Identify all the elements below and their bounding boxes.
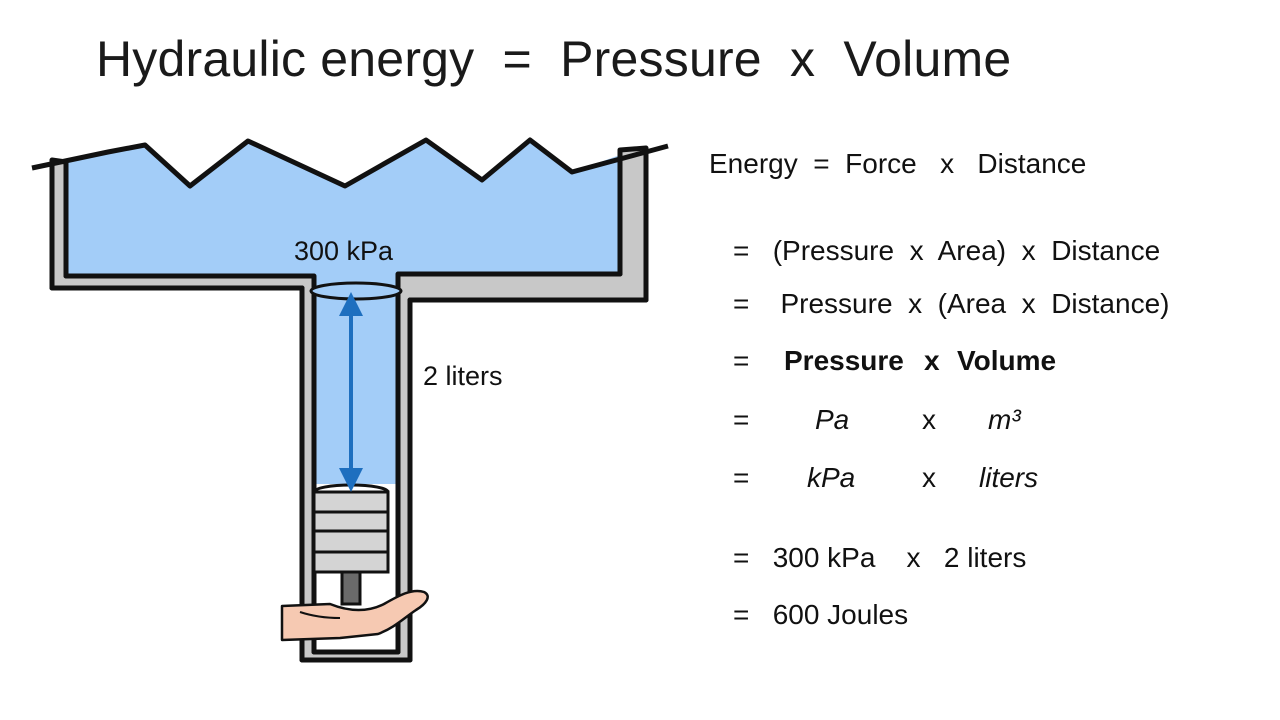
equation-line-8: = 600 Joules (733, 599, 909, 630)
equation-line-7: = 300 kPa x 2 liters (733, 542, 1027, 573)
hand-icon (280, 589, 429, 642)
equation-line-6-kpa: kPa (807, 462, 856, 493)
pressure-label: 300 kPa (294, 236, 394, 266)
page-title: Hydraulic energy = Pressure x Volume (96, 31, 1012, 87)
equation-line-6-liters: liters (979, 462, 1039, 493)
equation-line-2: = (Pressure x Area) x Distance (733, 235, 1161, 266)
equation-line-4-pressure: Pressure (784, 345, 904, 376)
equation-line-6-times: x (922, 462, 936, 493)
equation-line-6-equals: = (733, 462, 750, 493)
volume-label: 2 liters (423, 361, 503, 391)
equation-line-4-times: x (924, 345, 940, 376)
equation-line-4-volume: Volume (957, 345, 1057, 376)
equation-line-5-equals: = (733, 404, 750, 435)
cylinder-opening (309, 281, 403, 301)
double-arrow-icon (339, 292, 363, 492)
equation-line-3: = Pressure x (Area x Distance) (733, 288, 1170, 319)
equation-line-4-equals: = (733, 345, 750, 376)
equation-line-1: Energy = Force x Distance (709, 148, 1087, 179)
piston-icon (312, 483, 390, 606)
equation-line-5-pa: Pa (815, 404, 850, 435)
equation-line-5-m3: m³ (988, 404, 1021, 435)
water-surface (31, 137, 669, 189)
equation-line-5-times: x (922, 404, 936, 435)
